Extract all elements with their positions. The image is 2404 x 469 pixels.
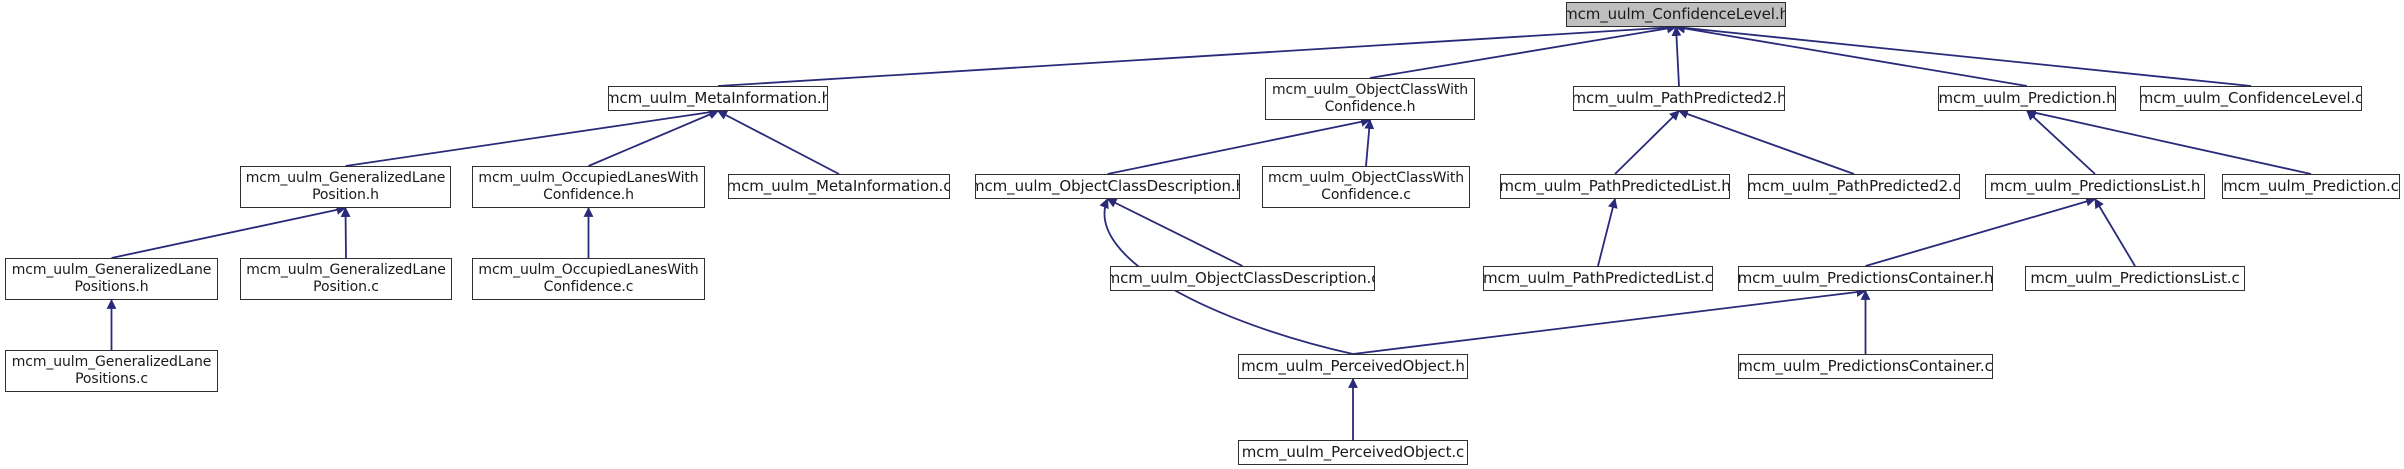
graph-edge-pathpredictedlist-h-to-pathpredicted2-h [1614, 110, 1680, 175]
graph-node-prediction-h[interactable]: mcm_uulm_Prediction.h [1938, 86, 2116, 111]
graph-edge-metainformation-c-to-metainformation-h [717, 110, 840, 175]
graph-node-generalizedlanepositions-c[interactable]: mcm_uulm_GeneralizedLane Positions.c [5, 350, 218, 392]
graph-node-occupiedlaneswithconfidence-c[interactable]: mcm_uulm_OccupiedLanesWith Confidence.c [472, 258, 705, 300]
graph-edge-confidencelevel-c-to-confidencelevel-h [1675, 22, 2252, 87]
graph-node-objectclassdescription-h[interactable]: mcm_uulm_ObjectClassDescription.h [975, 174, 1240, 199]
graph-node-pathpredictedlist-h[interactable]: mcm_uulm_PathPredictedList.h [1500, 174, 1730, 199]
graph-node-confidencelevel-c[interactable]: mcm_uulm_ConfidenceLevel.c [2140, 86, 2362, 111]
graph-edge-objectclassdescription-c-to-objectclassdescription-h [1106, 198, 1243, 267]
graph-node-confidencelevel-h[interactable]: mcm_uulm_ConfidenceLevel.h [1566, 2, 1786, 27]
graph-edge-predictionslist-c-to-predictionslist-h [2094, 198, 2136, 267]
graph-node-pathpredictedlist-c[interactable]: mcm_uulm_PathPredictedList.c [1483, 266, 1713, 291]
graph-node-perceivedobject-c[interactable]: mcm_uulm_PerceivedObject.c [1238, 440, 1468, 465]
graph-edge-pathpredictedlist-c-to-pathpredictedlist-h [1597, 198, 1618, 267]
graph-node-objectclasswithconfidence-c[interactable]: mcm_uulm_ObjectClassWith Confidence.c [1262, 166, 1470, 208]
graph-edge-prediction-h-to-confidencelevel-h [1675, 23, 2028, 87]
graph-node-pathpredicted2-c[interactable]: mcm_uulm_PathPredicted2.c [1748, 174, 1960, 199]
graph-edge-generalizedlanepositions-h-to-generalizedlaneposition-h [111, 205, 347, 259]
graph-node-pathpredicted2-h[interactable]: mcm_uulm_PathPredicted2.h [1573, 86, 1785, 111]
graph-node-generalizedlaneposition-c[interactable]: mcm_uulm_GeneralizedLane Position.c [240, 258, 452, 300]
graph-node-predictionscontainer-c[interactable]: mcm_uulm_PredictionsContainer.c [1738, 354, 1993, 379]
graph-node-predictionslist-c[interactable]: mcm_uulm_PredictionsList.c [2025, 266, 2245, 291]
graph-node-predictionslist-h[interactable]: mcm_uulm_PredictionsList.h [1985, 174, 2205, 199]
graph-edge-objectclasswithconfidence-h-to-confidencelevel-h [1369, 23, 1677, 79]
graph-node-prediction-c[interactable]: mcm_uulm_Prediction.c [2222, 174, 2400, 199]
graph-edge-occupiedlaneswithconfidence-h-to-metainformation-h [588, 109, 719, 167]
graph-node-predictionscontainer-h[interactable]: mcm_uulm_PredictionsContainer.h [1738, 266, 1993, 291]
graph-edge-predictionslist-h-to-prediction-h [2026, 110, 2096, 175]
graph-edge-metainformation-h-to-confidencelevel-h [717, 22, 1677, 87]
graph-edge-generalizedlaneposition-h-to-metainformation-h [345, 107, 719, 167]
graph-node-generalizedlanepositions-h[interactable]: mcm_uulm_GeneralizedLane Positions.h [5, 258, 218, 300]
graph-node-generalizedlaneposition-h[interactable]: mcm_uulm_GeneralizedLane Position.h [240, 166, 451, 208]
graph-edge-generalizedlaneposition-c-to-generalizedlaneposition-h [340, 207, 351, 259]
graph-node-metainformation-h[interactable]: mcm_uulm_MetaInformation.h [608, 86, 828, 111]
graph-edge-perceivedobject-h-to-predictionscontainer-h [1352, 287, 1867, 355]
graph-node-occupiedlaneswithconfidence-h[interactable]: mcm_uulm_OccupiedLanesWith Confidence.h [472, 166, 705, 208]
graph-edge-prediction-c-to-prediction-h [2026, 108, 2312, 175]
graph-edge-objectclasswithconfidence-c-to-objectclasswithconfidence-h [1364, 119, 1375, 167]
graph-node-objectclasswithconfidence-h[interactable]: mcm_uulm_ObjectClassWith Confidence.h [1265, 78, 1475, 120]
graph-edge-pathpredicted2-c-to-pathpredicted2-h [1678, 109, 1855, 175]
graph-node-objectclassdescription-c[interactable]: mcm_uulm_ObjectClassDescription.c [1110, 266, 1375, 291]
graph-edge-pathpredicted2-h-to-confidencelevel-h [1671, 26, 1682, 87]
graph-node-perceivedobject-h[interactable]: mcm_uulm_PerceivedObject.h [1238, 354, 1468, 379]
graph-edge-predictionscontainer-h-to-predictionslist-h [1865, 196, 2096, 267]
graph-node-metainformation-c[interactable]: mcm_uulm_MetaInformation.c [728, 174, 950, 199]
